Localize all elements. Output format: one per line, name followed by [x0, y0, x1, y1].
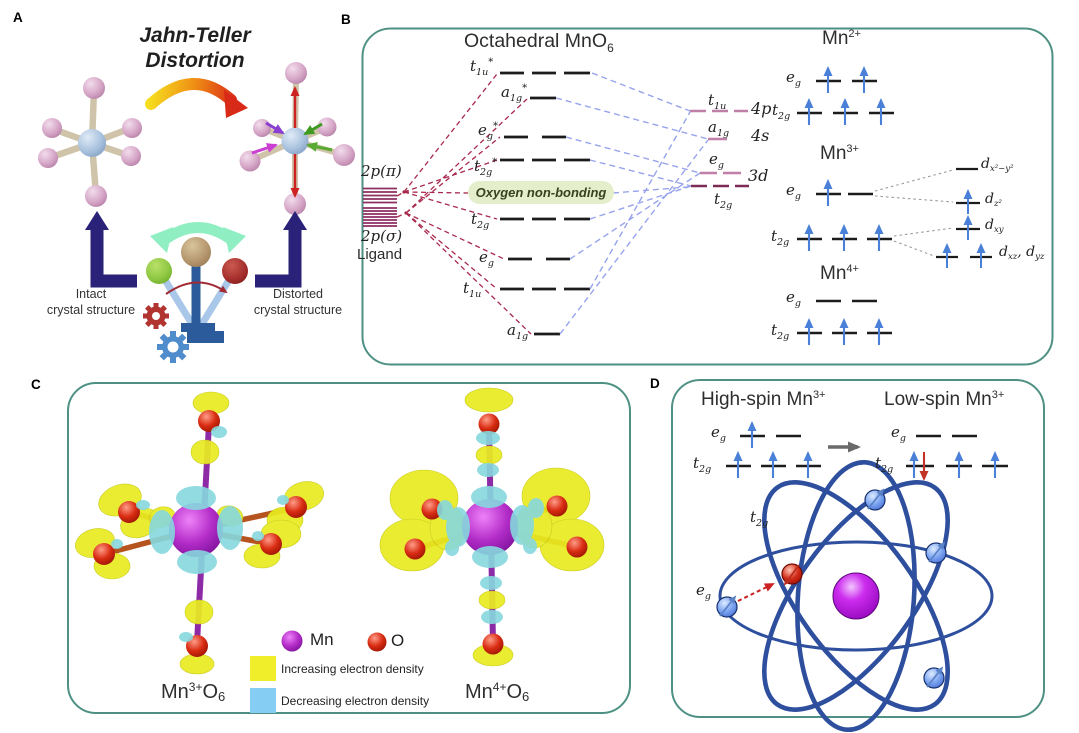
mn2-config: [797, 66, 894, 125]
mn3-config: [797, 167, 992, 268]
d-x2y2-label: dx²−y²: [981, 156, 1014, 174]
metal-label-eg: eg: [709, 150, 724, 171]
d-splitting-levels: [936, 167, 992, 259]
metal-label-t2g: t2g: [714, 190, 733, 211]
mo-levels: [500, 71, 590, 336]
metal-levels: [690, 109, 749, 188]
molecule-intact: [38, 77, 142, 207]
electrons: [716, 488, 947, 689]
atom-eg-label: eg: [696, 581, 711, 602]
panel-letter-a: A: [13, 10, 23, 25]
mn-sphere-icon: [281, 630, 303, 652]
mo-label-t2g: t2g: [471, 210, 490, 231]
panel-c-border: [67, 382, 631, 714]
d-splitting-connectors: [874, 169, 954, 257]
mn3o6-label: Mn3+O6: [161, 680, 226, 704]
low-spin-config: [906, 434, 1008, 481]
exchange-arrow: [150, 222, 246, 253]
metal-label-a1g: a1g: [708, 118, 730, 139]
mn2-title: Mn2+: [822, 28, 861, 49]
bonding-connector-lines: [396, 73, 532, 335]
high-spin-config: [726, 421, 821, 478]
mo-label-t1u-star: t1u*: [470, 57, 494, 78]
nucleus: [832, 572, 880, 620]
caption-distorted-line2: crystal structure: [253, 303, 343, 317]
mn3-eg-label: eg: [786, 181, 801, 202]
d-xz-yz-label: dxz, dyz: [999, 244, 1045, 262]
ligand-levels: [363, 187, 397, 227]
up-arrow-right: [255, 211, 307, 288]
caption-intact-line1: Intact: [75, 287, 107, 301]
mo-label-t1u: t1u: [463, 279, 482, 300]
legend-decreasing-label: Decreasing electron density: [281, 694, 430, 708]
panel-b-border: [361, 27, 1054, 366]
d-xy-label: dxy: [985, 217, 1004, 235]
mn2-t2g-label: t2g: [772, 101, 791, 122]
panel-b-title: Octahedral MnO6: [464, 30, 614, 55]
mo-label-a1g-star: a1g*: [501, 83, 528, 104]
mn3o6-structure: [75, 391, 324, 675]
mn4-title: Mn4+: [820, 263, 859, 284]
legend-o-label: O: [391, 631, 405, 650]
mn4-eg-label: eg: [786, 288, 801, 309]
oxygen-nonbonding-pill: Oxygen non-bonding: [468, 181, 614, 204]
legend-increasing-label: Increasing electron density: [281, 662, 424, 676]
mo-label-eg: eg: [479, 248, 494, 269]
mo-label-eg-star: eg*: [478, 121, 498, 142]
legend-swatches: [250, 630, 387, 713]
legend-mn-label: Mn: [310, 630, 334, 649]
mn4-config: [797, 299, 892, 345]
caption-intact-line2: crystal structure: [46, 303, 136, 317]
up-arrow-left: [85, 211, 137, 288]
metal-connector-lines: [555, 72, 709, 335]
mn4-t2g-label: t2g: [771, 321, 790, 342]
atom-illustration: [716, 459, 994, 733]
ball-lever: [146, 237, 248, 343]
ligand-2p-sigma-label: 2p(σ): [361, 227, 403, 245]
electron-transfer-arrow: [737, 583, 775, 602]
mo-label-t2g-star: t2g*: [474, 157, 498, 178]
low-spin-t2g-label: t2g: [875, 454, 894, 475]
low-spin-title: Low-spin Mn3+: [884, 389, 1005, 410]
mn2-eg-label: eg: [786, 68, 801, 89]
gear-red-icon: [143, 303, 169, 329]
panel-letter-b: B: [341, 12, 351, 27]
o-sphere-icon: [367, 632, 387, 652]
jahn-teller-title-line1: Jahn-Teller: [139, 24, 251, 47]
metal-label-t1u: t1u: [708, 91, 727, 112]
decreasing-density-swatch: [250, 688, 276, 713]
panel-d-border: [671, 379, 1045, 718]
mn3-t2g-label: t2g: [771, 227, 790, 248]
increasing-density-swatch: [250, 656, 276, 681]
jahn-teller-arrow: [145, 78, 248, 118]
panel-letter-c: C: [31, 377, 41, 392]
atom-t2g-label: t2g: [750, 508, 769, 529]
shell-3d-label: 3d: [748, 166, 769, 185]
mn4o6-structure: [379, 387, 605, 667]
ligand-2p-pi-label: 2p(π): [361, 162, 402, 180]
high-spin-title: High-spin Mn3+: [701, 389, 826, 410]
shell-4s-label: 4s: [751, 126, 770, 145]
gear-blue-icon: [157, 331, 189, 363]
mn3-title: Mn3+: [820, 143, 859, 164]
low-spin-eg-label: eg: [891, 423, 906, 444]
shell-4p-label: 4p: [751, 99, 772, 118]
panel-letter-d: D: [650, 376, 660, 391]
mn4o6-label: Mn4+O6: [465, 680, 530, 704]
caption-distorted-line1: Distorted: [272, 287, 324, 301]
molecule-distorted: [239, 62, 355, 215]
jahn-teller-title-line2: Distortion: [145, 49, 245, 72]
ligand-caption: Ligand: [357, 246, 403, 263]
high-spin-t2g-label: t2g: [693, 454, 712, 475]
high-spin-eg-label: eg: [711, 423, 726, 444]
d-z2-label: dz²: [985, 191, 1002, 209]
mo-label-a1g: a1g: [507, 321, 529, 342]
